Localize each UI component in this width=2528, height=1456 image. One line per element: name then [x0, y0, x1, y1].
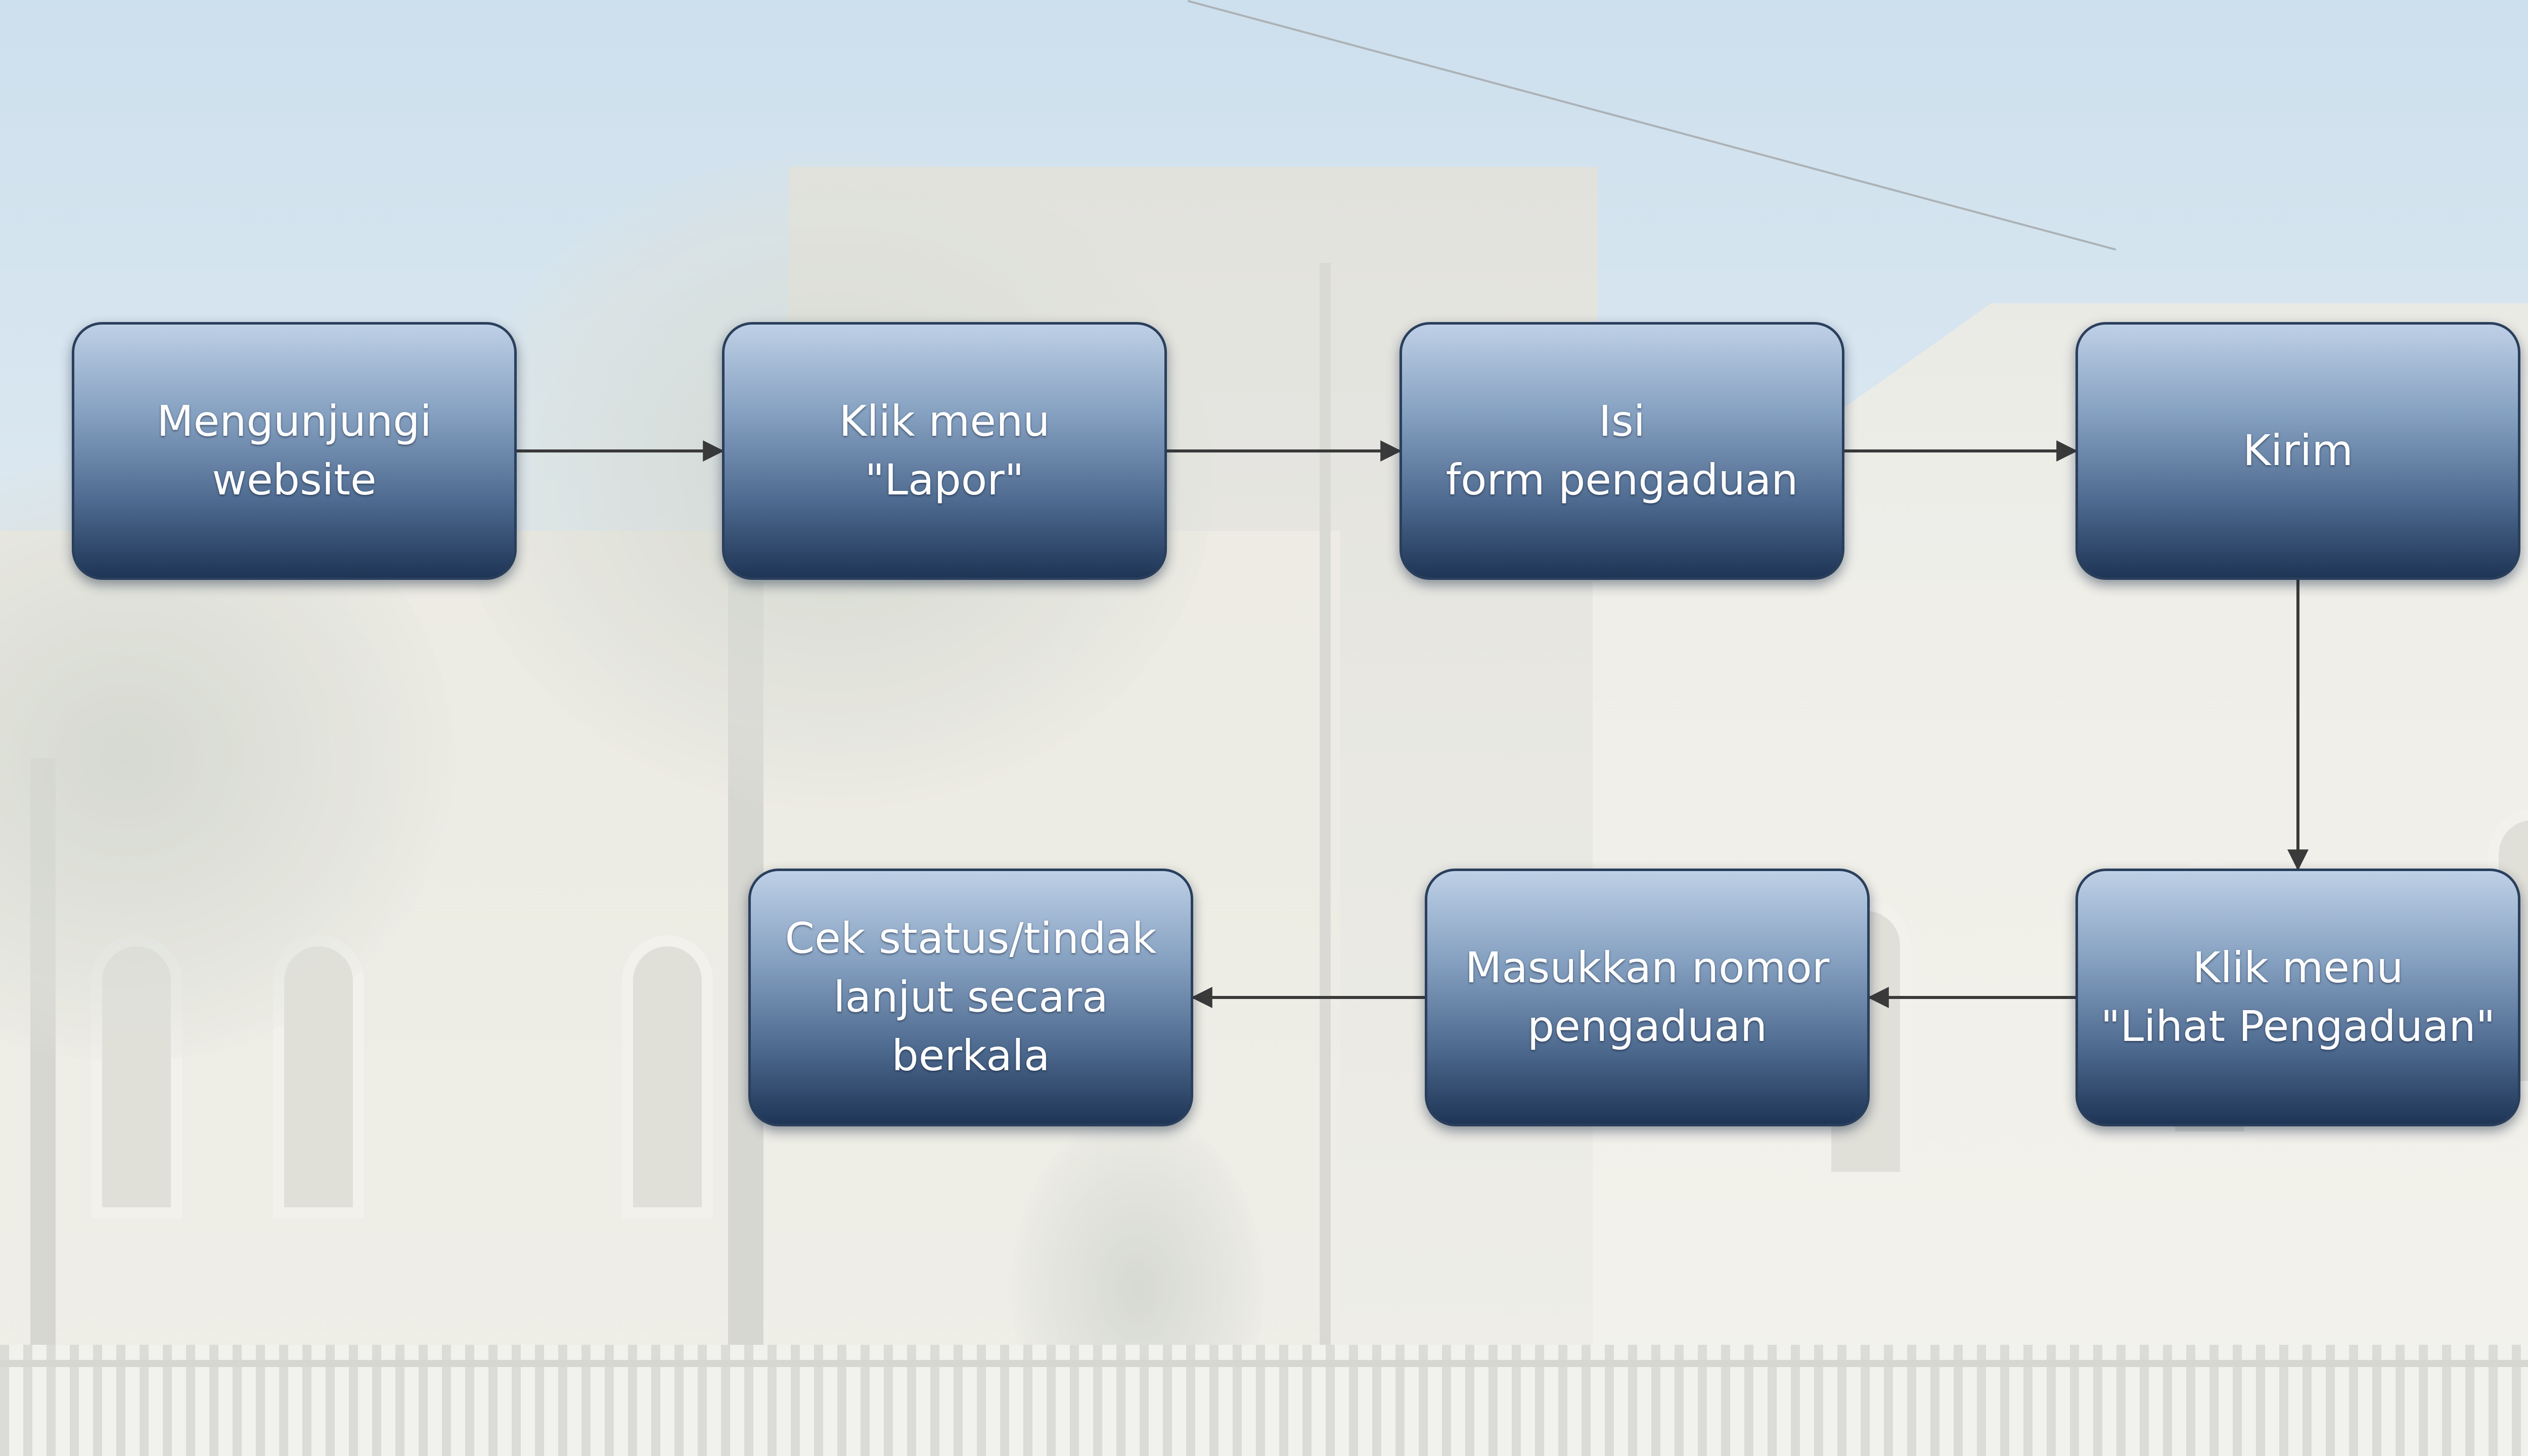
background-window — [622, 935, 713, 1218]
step-label: Cek status/tindak lanjut secara berkala — [785, 914, 1157, 1080]
step-fill-form-box: Isi form pengaduan — [1400, 322, 1844, 580]
step-check-status-box: Cek status/tindak lanjut secara berkala — [748, 869, 1193, 1126]
step-label: Kirim — [2242, 426, 2354, 476]
step-label: Klik menu "Lihat Pengaduan" — [2100, 943, 2496, 1051]
step-click-lihat-pengaduan-box: Klik menu "Lihat Pengaduan" — [2075, 869, 2520, 1126]
step-click-lapor-box: Klik menu "Lapor" — [722, 322, 1167, 580]
step-visit-website-box: Mengunjungi website — [72, 322, 517, 580]
step-label: Mengunjungi website — [157, 396, 432, 505]
background-pole — [1320, 263, 1331, 1456]
step-label: Isi form pengaduan — [1446, 396, 1798, 505]
background-fence-rail — [0, 1360, 2528, 1367]
step-enter-complaint-number-box: Masukkan nomor pengaduan — [1425, 869, 1870, 1126]
step-submit-box: Kirim — [2075, 322, 2520, 580]
step-label: Klik menu "Lapor" — [839, 396, 1050, 505]
step-label: Masukkan nomor pengaduan — [1465, 943, 1830, 1051]
